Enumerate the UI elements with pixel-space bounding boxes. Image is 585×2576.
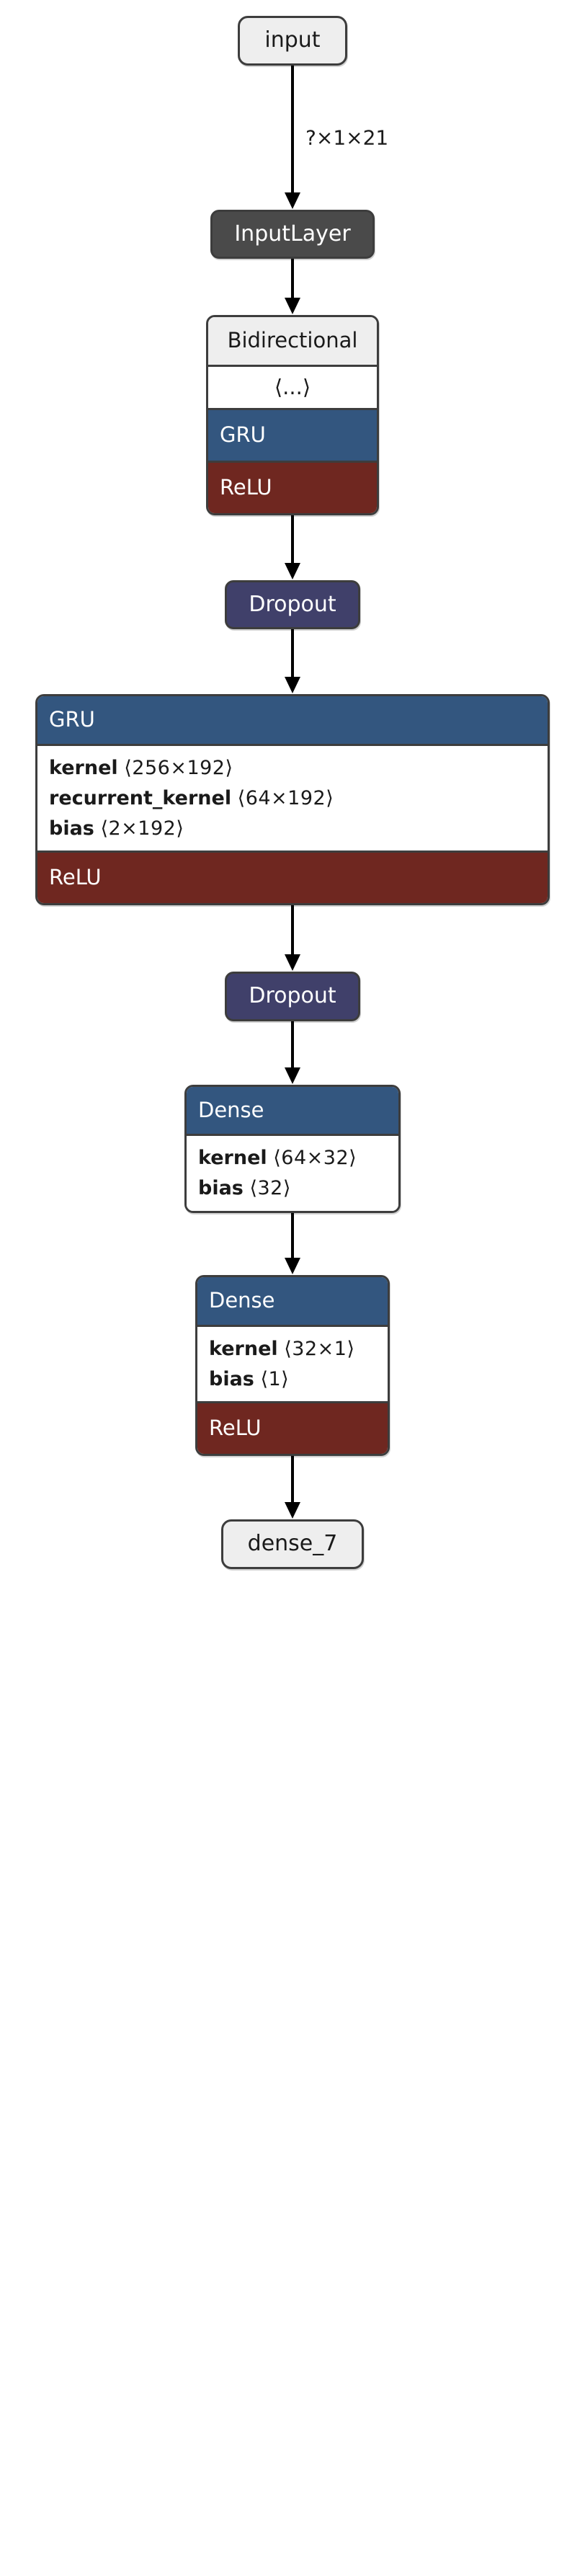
dense2-activation: ReLU — [197, 1403, 388, 1454]
dense1-title: Dense — [187, 1086, 398, 1137]
dense1-params: kernel ⟨64×32⟩ bias ⟨32⟩ — [187, 1136, 398, 1212]
edge-dropout1-to-gru — [0, 629, 585, 694]
param-name: recurrent_kernel — [49, 786, 232, 809]
edge-bidirectional-to-dropout1 — [0, 515, 585, 580]
dense1-param-row: bias ⟨32⟩ — [198, 1173, 387, 1204]
node-dropout-1[interactable]: Dropout — [225, 579, 360, 630]
bidirectional-title: Bidirectional — [208, 317, 377, 367]
param-dim: ⟨256×192⟩ — [124, 756, 233, 779]
edge-dense2-to-output — [0, 1456, 585, 1519]
edge-dropout2-to-dense1 — [0, 1021, 585, 1085]
param-dim: ⟨64×192⟩ — [237, 786, 334, 809]
gru-param-row: bias ⟨2×192⟩ — [49, 814, 536, 844]
node-dense-1[interactable]: Dense kernel ⟨64×32⟩ bias ⟨32⟩ — [184, 1084, 401, 1214]
param-name: bias — [49, 817, 94, 840]
gru-params: kernel ⟨256×192⟩ recurrent_kernel ⟨64×19… — [37, 745, 548, 853]
gru-activation: ReLU — [37, 853, 548, 904]
param-name: bias — [198, 1177, 244, 1200]
edge-inputlayer-to-bidirectional — [0, 259, 585, 315]
dense2-param-row: kernel ⟨32×1⟩ — [209, 1334, 376, 1364]
node-dropout-2[interactable]: Dropout — [225, 972, 360, 1021]
param-name: kernel — [209, 1337, 278, 1360]
param-name: bias — [209, 1367, 254, 1390]
dense1-param-row: kernel ⟨64×32⟩ — [198, 1143, 387, 1173]
dense2-title: Dense — [197, 1277, 388, 1327]
bidirectional-wrapped-placeholder: ⟨...⟩ — [208, 366, 377, 411]
node-input-terminal[interactable]: input — [238, 16, 347, 66]
node-bidirectional[interactable]: Bidirectional ⟨...⟩ GRU ReLU — [206, 315, 379, 515]
node-input-layer[interactable]: InputLayer — [210, 209, 375, 259]
gru-param-row: kernel ⟨256×192⟩ — [49, 753, 536, 783]
node-output-terminal[interactable]: dense_7 — [220, 1519, 365, 1569]
param-name: kernel — [198, 1147, 267, 1170]
node-dense-2[interactable]: Dense kernel ⟨32×1⟩ bias ⟨1⟩ ReLU — [195, 1275, 390, 1457]
param-dim: ⟨2×192⟩ — [100, 817, 184, 840]
dense2-param-row: bias ⟨1⟩ — [209, 1364, 376, 1395]
bidirectional-inner-layer: GRU — [208, 410, 377, 463]
gru-title: GRU — [37, 696, 548, 746]
param-dim: ⟨32×1⟩ — [284, 1337, 355, 1360]
param-dim: ⟨64×32⟩ — [273, 1147, 357, 1170]
edge-input-to-inputlayer: ?×1×21 — [0, 65, 585, 210]
param-name: kernel — [49, 756, 118, 779]
node-gru[interactable]: GRU kernel ⟨256×192⟩ recurrent_kernel ⟨6… — [35, 694, 550, 906]
gru-param-row: recurrent_kernel ⟨64×192⟩ — [49, 783, 536, 814]
param-dim: ⟨32⟩ — [249, 1177, 291, 1200]
dense2-params: kernel ⟨32×1⟩ bias ⟨1⟩ — [197, 1326, 388, 1404]
param-dim: ⟨1⟩ — [260, 1367, 290, 1390]
edge-gru-to-dropout2 — [0, 905, 585, 972]
bidirectional-activation: ReLU — [208, 463, 377, 513]
edge-dense1-to-dense2 — [0, 1213, 585, 1275]
edge-label-input-shape: ?×1×21 — [305, 125, 389, 149]
